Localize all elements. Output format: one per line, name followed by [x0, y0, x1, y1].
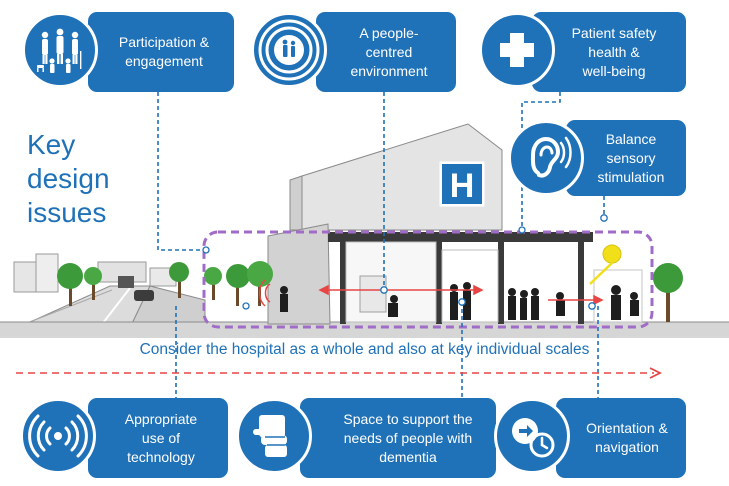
- scale-arrow: [16, 367, 663, 379]
- issue-label: A people- centred environment: [350, 24, 428, 79]
- issue-card-orientation: Orientation & navigation: [556, 398, 686, 478]
- issue-label: Orientation & navigation: [586, 420, 668, 455]
- issue-label: Participation & engagement: [118, 34, 210, 69]
- helping-hand-icon: [236, 398, 312, 474]
- sensory-marker: [258, 244, 622, 307]
- hospital-building: H: [267, 123, 643, 325]
- issue-card-technology: Appropriate use of technology: [88, 398, 228, 478]
- issue-card-participation: Participation & engagement: [88, 12, 234, 92]
- key-design-issues-title: Key design issues: [27, 129, 110, 228]
- people-silhouettes: [280, 282, 639, 320]
- issue-card-people-centred: A people- centred environment: [316, 12, 456, 92]
- issue-label: Balance sensory stimulation: [597, 130, 665, 185]
- issue-label: Space to support the needs of people wit…: [343, 410, 473, 465]
- connector-endpoints: [202, 214, 608, 310]
- key-area-highlight: [202, 230, 654, 329]
- signal-waves-icon: [20, 398, 96, 474]
- concentric-circles-people-icon: [251, 12, 327, 88]
- ear-icon: [508, 120, 584, 196]
- medical-cross-icon: [479, 12, 555, 88]
- issue-card-sensory: Balance sensory stimulation: [566, 120, 686, 196]
- issue-label: Patient safety health & well-being: [571, 24, 657, 79]
- route-arrows: [318, 284, 604, 306]
- hospital-sign: H: [450, 167, 475, 205]
- scale-caption: Consider the hospital as a whole and als…: [139, 341, 590, 358]
- issue-card-patient-safety: Patient safety health & well-being: [532, 12, 686, 92]
- issue-card-dementia: Space to support the needs of people wit…: [300, 398, 496, 478]
- issue-label: Appropriate use of technology: [124, 410, 198, 465]
- clock-arrow-icon: [494, 398, 570, 474]
- vehicles: [118, 276, 154, 301]
- people-group-icon: [22, 12, 98, 88]
